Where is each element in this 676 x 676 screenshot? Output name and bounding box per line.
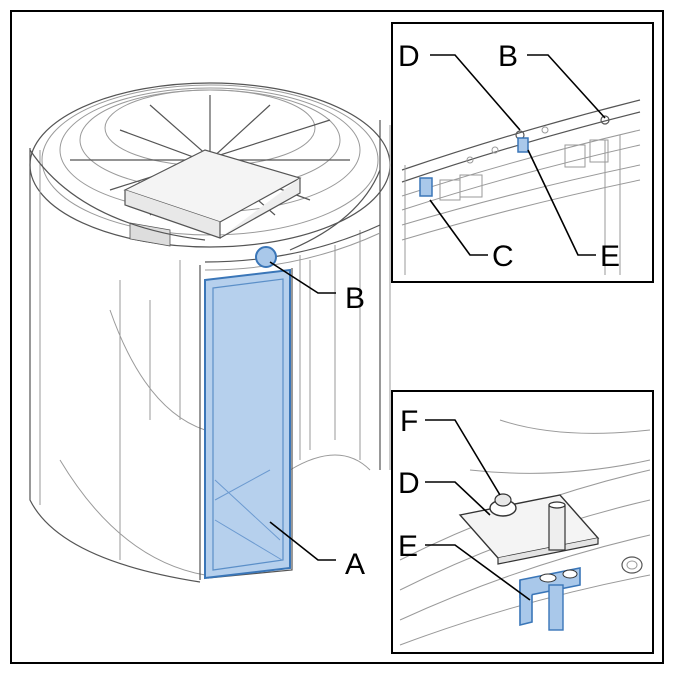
label-main-a: A bbox=[345, 548, 365, 581]
revolving-door-illustration bbox=[29, 82, 391, 583]
door-leaf-highlight bbox=[204, 268, 291, 580]
label-bottom-f: F bbox=[400, 405, 418, 438]
label-top-e: E bbox=[600, 240, 620, 273]
label-top-c: C bbox=[492, 240, 514, 273]
label-top-b: B bbox=[498, 40, 518, 73]
label-bottom-d: D bbox=[398, 467, 420, 500]
label-main-b: B bbox=[345, 282, 365, 315]
upper-rail-detail bbox=[401, 99, 641, 275]
label-bottom-e: E bbox=[398, 530, 418, 563]
label-top-d: D bbox=[398, 40, 420, 73]
